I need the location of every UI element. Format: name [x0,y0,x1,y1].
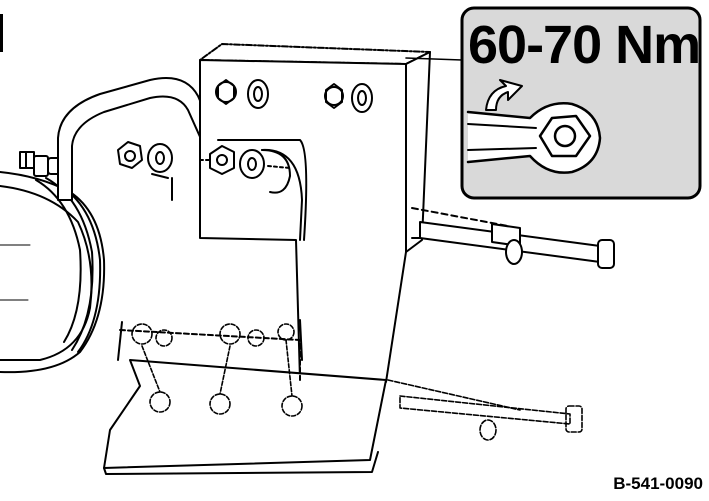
bracket-plate [199,43,431,383]
long-bolt-assembly [411,207,615,269]
edge-marker [0,14,3,52]
lower-bracket-bolt [387,379,583,441]
torque-wrench-icon [466,79,602,174]
torque-spec-label: 60-70 Nm [468,15,701,75]
clamp-bolt [19,151,61,177]
handle-loop [57,77,219,201]
loop-fasteners [117,141,291,201]
callout-leader [405,57,463,61]
plate-fasteners [215,79,373,113]
base-fasteners [131,323,303,417]
figure-code: B-541-0090 [613,474,703,493]
base-frame [103,319,387,475]
cylinder-clamp [0,171,106,374]
